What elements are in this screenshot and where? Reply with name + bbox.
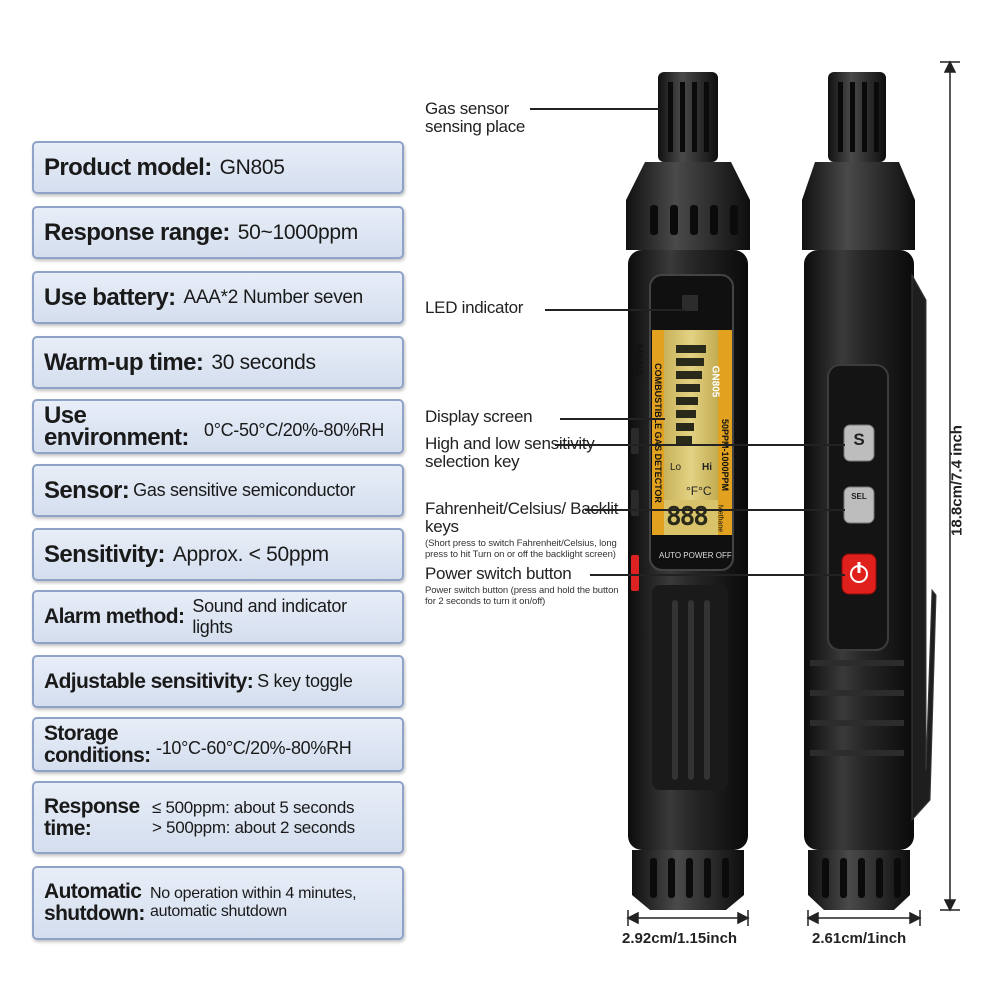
- spec-value-line: automatic shutdown: [150, 903, 287, 920]
- callout-fc-note: (Short press to switch Fahrenheit/Celsiu…: [425, 538, 617, 560]
- spec-value: GN805: [219, 155, 285, 179]
- leader-line: [585, 509, 845, 511]
- spec-label: Alarm method:: [44, 605, 185, 628]
- spec-label: Storage conditions:: [44, 721, 151, 767]
- power-button[interactable]: [842, 554, 876, 594]
- callout-fc-keys: Fahrenheit/Celsius/ Backlit keys (Short …: [425, 499, 635, 561]
- spec-value: 50~1000ppm: [237, 220, 359, 244]
- spec-label: Use environment:: [44, 401, 189, 451]
- spec-storage-conditions: Storage conditions: -10°C-60°C/20%-80%RH: [32, 717, 404, 772]
- spec-value-group: ≤ 500ppm: about 5 seconds > 500ppm: abou…: [152, 798, 355, 838]
- sel-button[interactable]: SEL: [851, 492, 867, 501]
- dimension-height: 18.8cm/7.4 inch: [948, 425, 966, 536]
- spec-automatic-shutdown: Automatic shutdown: No operation within …: [32, 866, 404, 940]
- spec-warmup-time: Warm-up time: 30 seconds: [32, 336, 404, 389]
- spec-use-battery: Use battery: AAA*2 Number seven: [32, 271, 404, 324]
- spec-label: Response time:: [44, 794, 140, 840]
- spec-response-time: Response time: ≤ 500ppm: about 5 seconds…: [32, 781, 404, 854]
- lcd-digits: 888: [666, 502, 709, 532]
- spec-label: Warm-up time:: [44, 348, 204, 376]
- lcd-lo: Lo: [670, 462, 682, 473]
- lcd-unit: °F°C: [686, 484, 712, 498]
- spec-alarm-method: Alarm method: Sound and indicator lights: [32, 590, 404, 644]
- front-device: [626, 72, 750, 910]
- device-model: GN805: [709, 365, 721, 398]
- spec-product-model: Product model: GN805: [32, 141, 404, 194]
- leader-line: [555, 444, 845, 446]
- dimension-lines: [626, 60, 960, 926]
- spec-response-range: Response range: 50~1000ppm: [32, 206, 404, 259]
- spec-label: Product model:: [44, 153, 212, 181]
- spec-value-line: > 500ppm: about 2 seconds: [152, 817, 355, 837]
- spec-value: 30 seconds: [211, 350, 316, 374]
- spec-sensitivity: Sensitivity: Approx. < 50ppm: [32, 528, 404, 581]
- spec-label: Adjustable sensitivity:: [44, 669, 254, 693]
- device-product-name: COMBUSTIBLE GAS DETECTOR: [653, 363, 663, 503]
- dimension-width-side: 2.61cm/1inch: [812, 930, 907, 947]
- callout-power: Power switch button Power switch button …: [425, 564, 625, 608]
- spec-value: Gas sensitive semiconductor: [133, 480, 356, 500]
- leader-line: [545, 309, 685, 311]
- callout-gas-sensor: Gas sensor sensing place: [425, 99, 526, 136]
- spec-use-environment: Use environment: 0°C-50°C/20%-80%RH: [32, 399, 404, 454]
- spec-adjustable-sensitivity: Adjustable sensitivity: S key toggle: [32, 655, 404, 708]
- leader-line: [530, 108, 660, 110]
- callout-led: LED indicator: [425, 298, 524, 317]
- lcd-hi: Hi: [702, 462, 712, 473]
- spec-sensor: Sensor: Gas sensitive semiconductor: [32, 464, 404, 517]
- callout-display: Display screen: [425, 407, 533, 426]
- s-button[interactable]: S: [853, 430, 865, 449]
- spec-value: S key toggle: [257, 671, 353, 691]
- spec-label: Response range:: [44, 218, 230, 246]
- spec-value: Approx. < 50ppm: [172, 542, 329, 566]
- spec-value: -10°C-60°C/20%-80%RH: [156, 738, 352, 758]
- leader-line: [560, 418, 665, 420]
- spec-value: 0°C-50°C/20%-80%RH: [204, 420, 385, 440]
- dimension-width-front: 2.92cm/1.15inch: [622, 930, 738, 947]
- auto-power-off-label: AUTO POWER OFF: [659, 551, 732, 560]
- device-range: 50PPM-1000PPM: [720, 418, 730, 492]
- spec-value-line: ≤ 500ppm: about 5 seconds: [152, 797, 355, 817]
- spec-label: Automatic shutdown:: [44, 880, 145, 925]
- spec-value-line: No operation within 4 minutes,: [150, 885, 357, 902]
- spec-value-group: No operation within 4 minutes, automatic…: [150, 885, 357, 921]
- device-range-sub: Methane: [716, 504, 724, 533]
- callout-fc-title: Fahrenheit/Celsius/ Backlit keys: [425, 499, 619, 536]
- callout-power-note: Power switch button (press and hold the …: [425, 585, 619, 607]
- callout-sensitivity-key: High and low sensitivity selection key: [425, 434, 595, 471]
- spec-label: Use battery:: [44, 283, 176, 311]
- device-brand: ANENG: [634, 342, 644, 376]
- leader-line: [590, 574, 845, 576]
- side-device: [802, 72, 937, 910]
- spec-label: Sensitivity:: [44, 540, 165, 568]
- spec-label: Sensor:: [44, 476, 130, 504]
- callout-power-title: Power switch button: [425, 564, 572, 583]
- spec-value: AAA*2 Number seven: [183, 286, 364, 308]
- spec-value: Sound and indicator lights: [192, 596, 347, 637]
